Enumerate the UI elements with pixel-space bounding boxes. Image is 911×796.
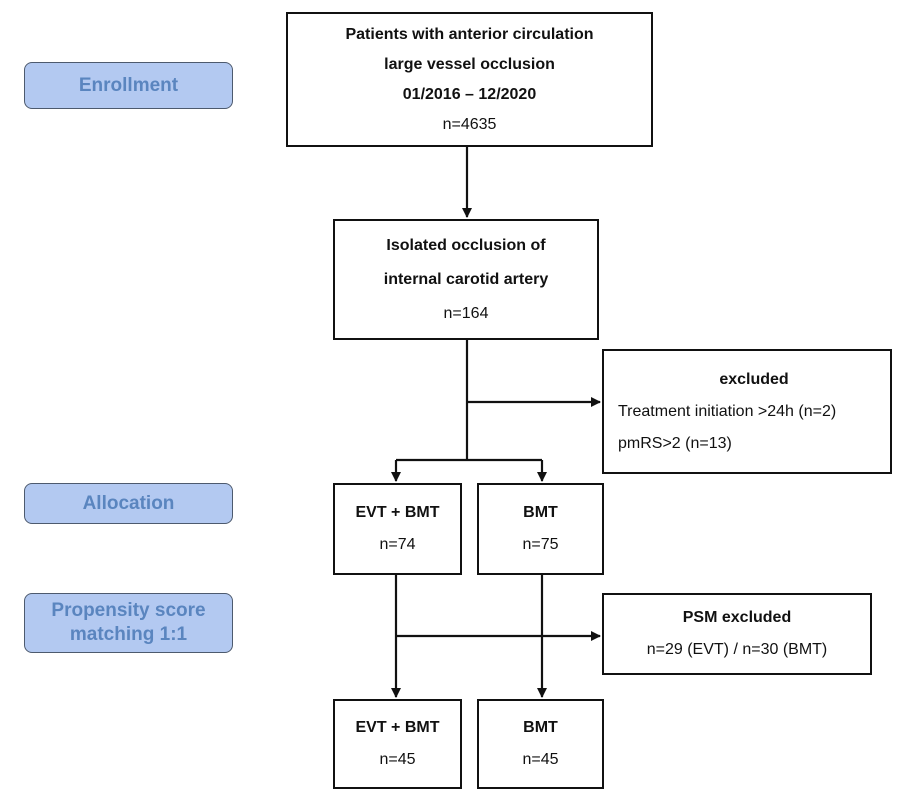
stage-label-propensity-line1: Propensity score (51, 600, 206, 622)
final-evt-count: n=45 (379, 751, 416, 768)
stage-label-allocation: Allocation (24, 483, 233, 524)
enrollment-line2: large vessel occlusion (384, 55, 555, 73)
excluded-title: excluded (719, 370, 789, 388)
stage-label-propensity-line2: matching 1:1 (69, 624, 188, 645)
final-bmt-box: BMT n=45 (477, 699, 604, 789)
alloc-evt-title: EVT + BMT (355, 504, 440, 521)
excluded-reason-2: pmRS>2 (n=13) (618, 434, 732, 452)
isolated-occlusion-box: Isolated occlusion of internal carotid a… (333, 219, 599, 340)
alloc-bmt-box: BMT n=75 (477, 483, 604, 575)
psm-excluded-title: PSM excluded (682, 609, 792, 626)
stage-label-enrollment-text: Enrollment (78, 74, 179, 96)
stage-label-propensity: Propensity score matching 1:1 (24, 593, 233, 653)
stage-label-allocation-text: Allocation (82, 492, 175, 514)
excluded-box: excluded Treatment initiation >24h (n=2)… (602, 349, 892, 474)
enrollment-box: Patients with anterior circulation large… (286, 12, 653, 147)
psm-excluded-box: PSM excluded n=29 (EVT) / n=30 (BMT) (602, 593, 872, 675)
alloc-evt-bmt-box: EVT + BMT n=74 (333, 483, 462, 575)
alloc-evt-count: n=74 (379, 536, 416, 553)
isolated-line1: Isolated occlusion of (386, 236, 546, 254)
excluded-reason-1: Treatment initiation >24h (n=2) (618, 402, 837, 420)
enrollment-count: n=4635 (442, 115, 497, 133)
stage-label-enrollment: Enrollment (24, 62, 233, 109)
final-bmt-count: n=45 (522, 751, 559, 768)
final-evt-title: EVT + BMT (355, 719, 440, 736)
alloc-bmt-count: n=75 (522, 536, 559, 553)
final-bmt-title: BMT (523, 719, 558, 736)
isolated-count: n=164 (443, 304, 489, 322)
enrollment-line3: 01/2016 – 12/2020 (402, 85, 537, 103)
enrollment-line1: Patients with anterior circulation (345, 25, 594, 43)
isolated-line2: internal carotid artery (383, 270, 549, 288)
alloc-bmt-title: BMT (523, 504, 558, 521)
psm-excluded-detail: n=29 (EVT) / n=30 (BMT) (646, 641, 828, 658)
final-evt-bmt-box: EVT + BMT n=45 (333, 699, 462, 789)
